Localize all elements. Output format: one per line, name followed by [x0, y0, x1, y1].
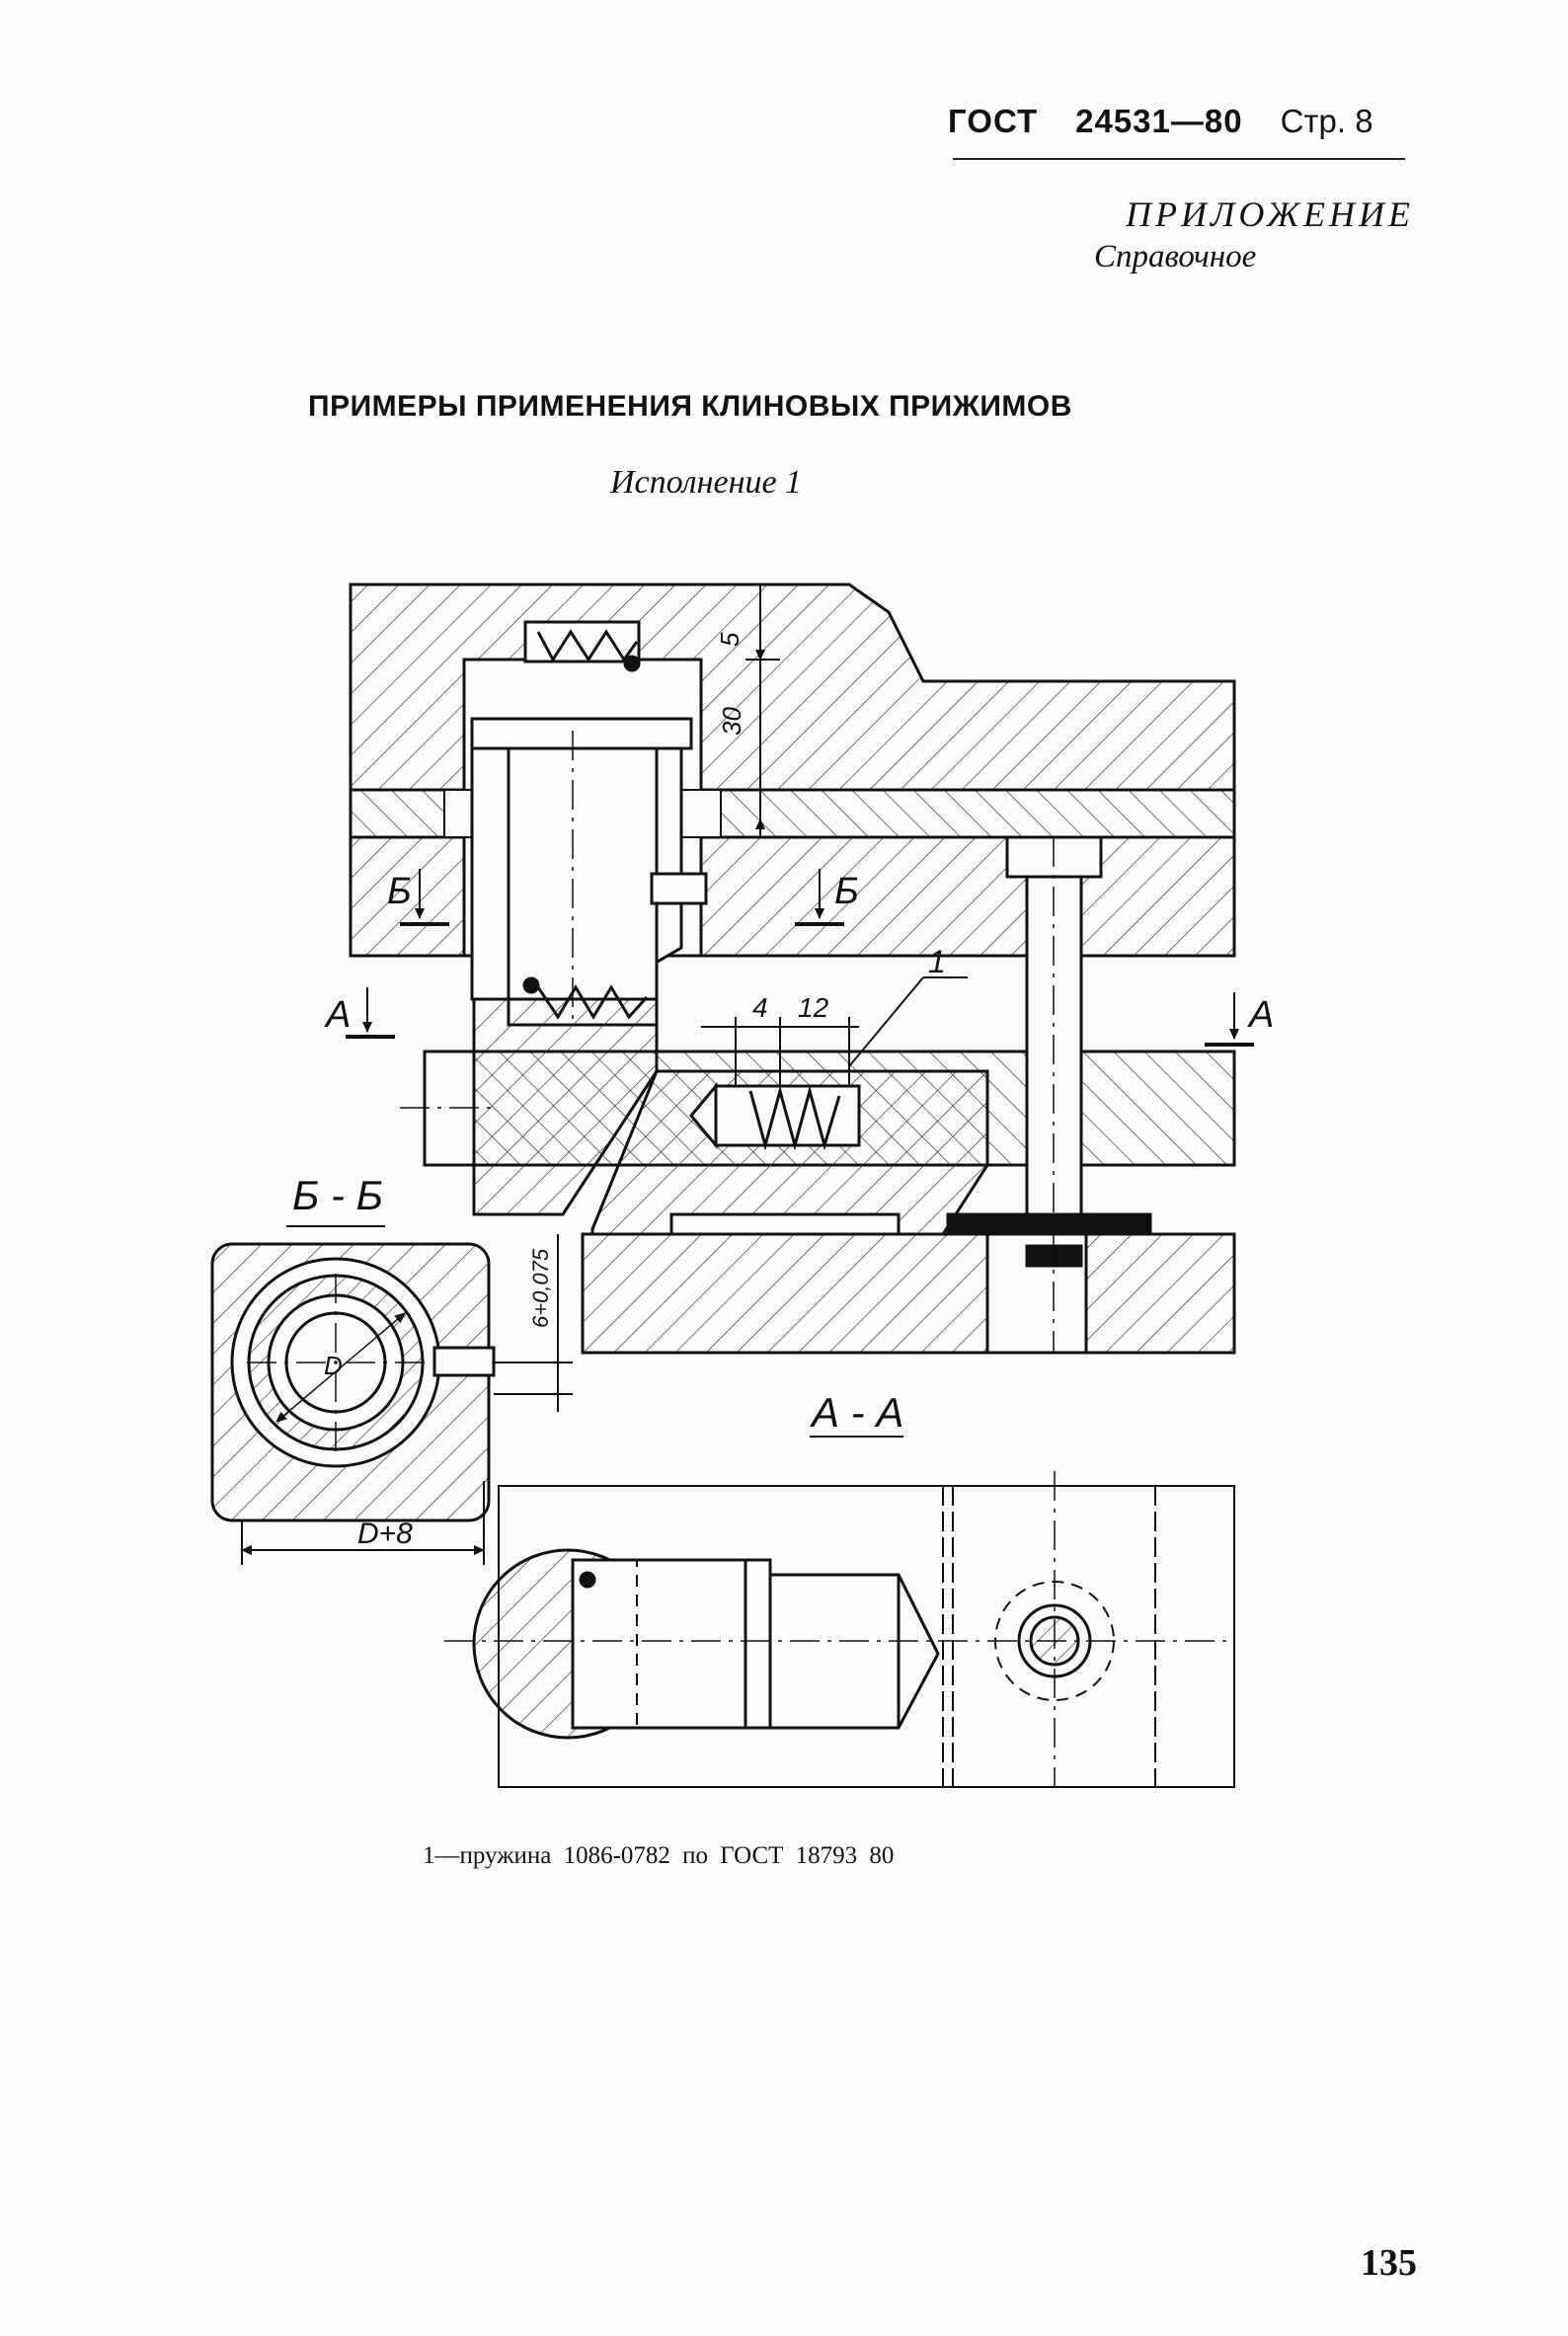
- dim-4: 4: [752, 992, 768, 1023]
- section-a-view: [444, 1436, 1235, 1788]
- marker-a-right: А: [1247, 994, 1274, 1036]
- page-title: ПРИМЕРЫ ПРИМЕНЕНИЯ КЛИНОВЫХ ПРИЖИМОВ: [308, 390, 1072, 423]
- base-plate: [581, 1232, 1236, 1355]
- header-number: 24531—80: [1075, 103, 1243, 139]
- page-number: 135: [1361, 2242, 1417, 2284]
- appendix-label: ПРИЛОЖЕНИЕ: [1126, 195, 1414, 234]
- wedge-plan: [571, 1558, 940, 1730]
- header-standard: ГОСТ: [948, 103, 1039, 139]
- marker-a-left: А: [324, 994, 351, 1036]
- dim-5: 5: [715, 632, 745, 647]
- top-spring: [536, 629, 639, 662]
- dim-tolerance: 6+0,075: [528, 1248, 553, 1328]
- header-page: Стр. 8: [1280, 103, 1373, 139]
- dim-d: D: [324, 1351, 343, 1380]
- figure-caption: 1—пружина 1086-0782 по ГОСТ 18793 80: [423, 1842, 895, 1869]
- dim-30: 30: [717, 707, 746, 736]
- section-a-title: А - А: [809, 1389, 903, 1436]
- section-b-view: [210, 1225, 496, 1565]
- marker-b-left: Б: [387, 871, 412, 912]
- section-markers: [346, 869, 1254, 1047]
- page-header: ГОСТ 24531—80 Стр. 8: [948, 103, 1402, 152]
- side-spring: [748, 1085, 841, 1151]
- leader-1: 1: [928, 944, 946, 979]
- dimensions: [494, 584, 968, 1412]
- dim-12: 12: [798, 992, 829, 1023]
- dim-d-plus-8: D+8: [357, 1518, 413, 1550]
- marker-b-right: Б: [834, 871, 859, 912]
- section-b-title: Б - Б: [292, 1172, 383, 1218]
- main-section: [349, 583, 1236, 1355]
- variant-label: Исполнение 1: [610, 464, 803, 501]
- appendix-kind: Справочное: [1094, 239, 1257, 274]
- header-rule: [953, 158, 1405, 160]
